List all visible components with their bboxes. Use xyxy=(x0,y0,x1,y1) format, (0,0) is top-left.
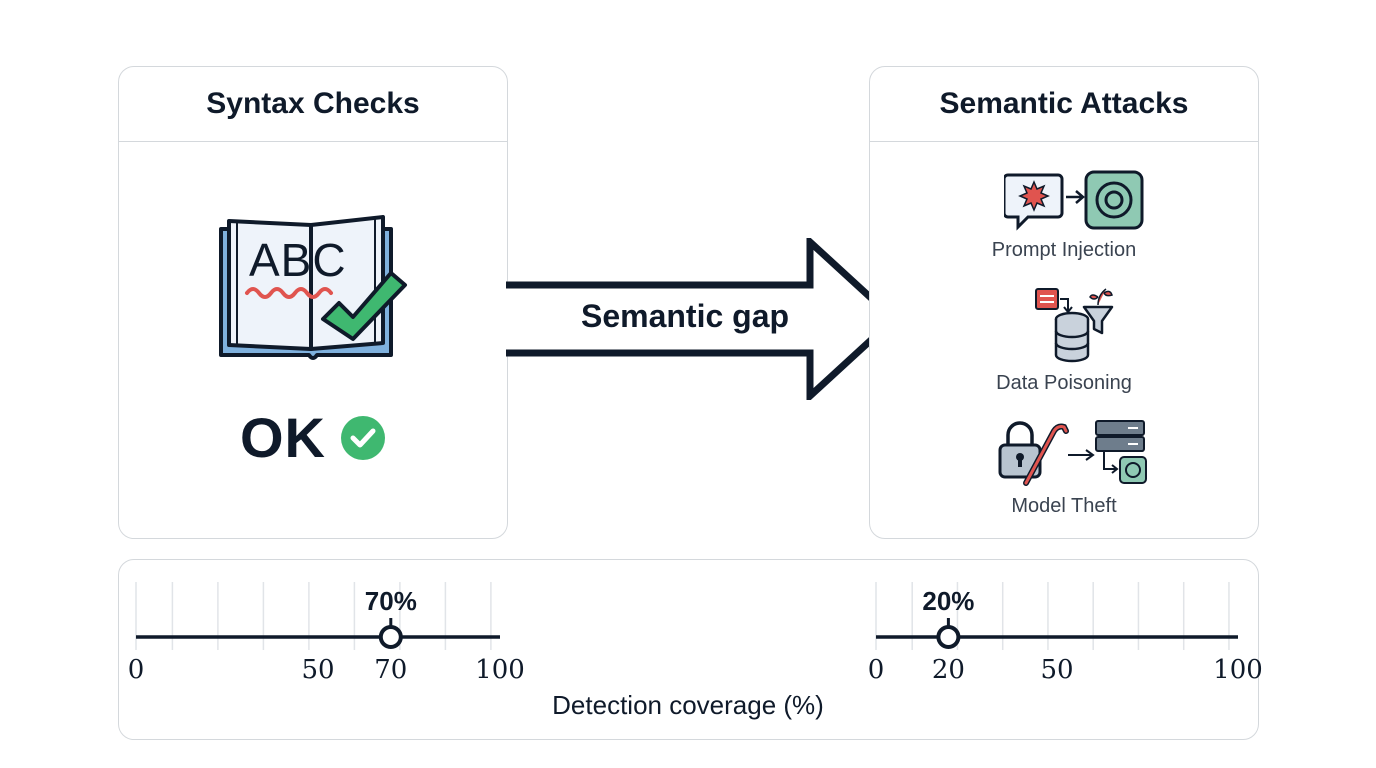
semantic-coverage-value: 20% xyxy=(922,586,975,616)
left-coverage-marker xyxy=(378,625,403,649)
book-check-icon xyxy=(219,215,407,360)
syntax-checks-title: Syntax Checks xyxy=(119,67,507,142)
data-poisoning-label: Data Poisoning xyxy=(996,372,1132,394)
right-coverage-marker xyxy=(936,625,961,649)
detection-coverage-axis-title: Detection coverage (%) xyxy=(552,690,824,720)
book-abc-text: ABC xyxy=(249,234,347,286)
prompt-injection-label: Prompt Injection xyxy=(991,239,1137,261)
ok-text: OK xyxy=(240,406,326,469)
syntax-coverage-value: 70% xyxy=(364,586,417,616)
model-theft-label: Model Theft xyxy=(1011,495,1117,517)
semantic-gap-label: Semantic gap xyxy=(580,298,790,334)
data-poisoning-icon xyxy=(1035,288,1114,363)
left-tick-label: 0 xyxy=(127,655,145,685)
check-circle-icon xyxy=(341,415,385,460)
right-tick-label: 100 xyxy=(1213,655,1263,685)
left-tick-label: 100 xyxy=(475,655,525,685)
left-tick-label: 50 xyxy=(301,655,335,685)
ok-status: OK xyxy=(119,405,507,470)
semantic-attacks-panel: Semantic Attacks Prompt Injection Data P… xyxy=(869,66,1259,539)
model-theft-icon xyxy=(998,420,1147,486)
left-tick-label: 70 xyxy=(374,655,408,685)
right-tick-label: 50 xyxy=(1040,655,1074,685)
syntax-checks-panel: Syntax Checks ABC OK xyxy=(118,66,508,539)
right-tick-label: 20 xyxy=(931,655,965,685)
right-tick-label: 0 xyxy=(867,655,885,685)
semantic-attacks-title: Semantic Attacks xyxy=(870,67,1258,142)
prompt-injection-icon xyxy=(1004,170,1144,231)
